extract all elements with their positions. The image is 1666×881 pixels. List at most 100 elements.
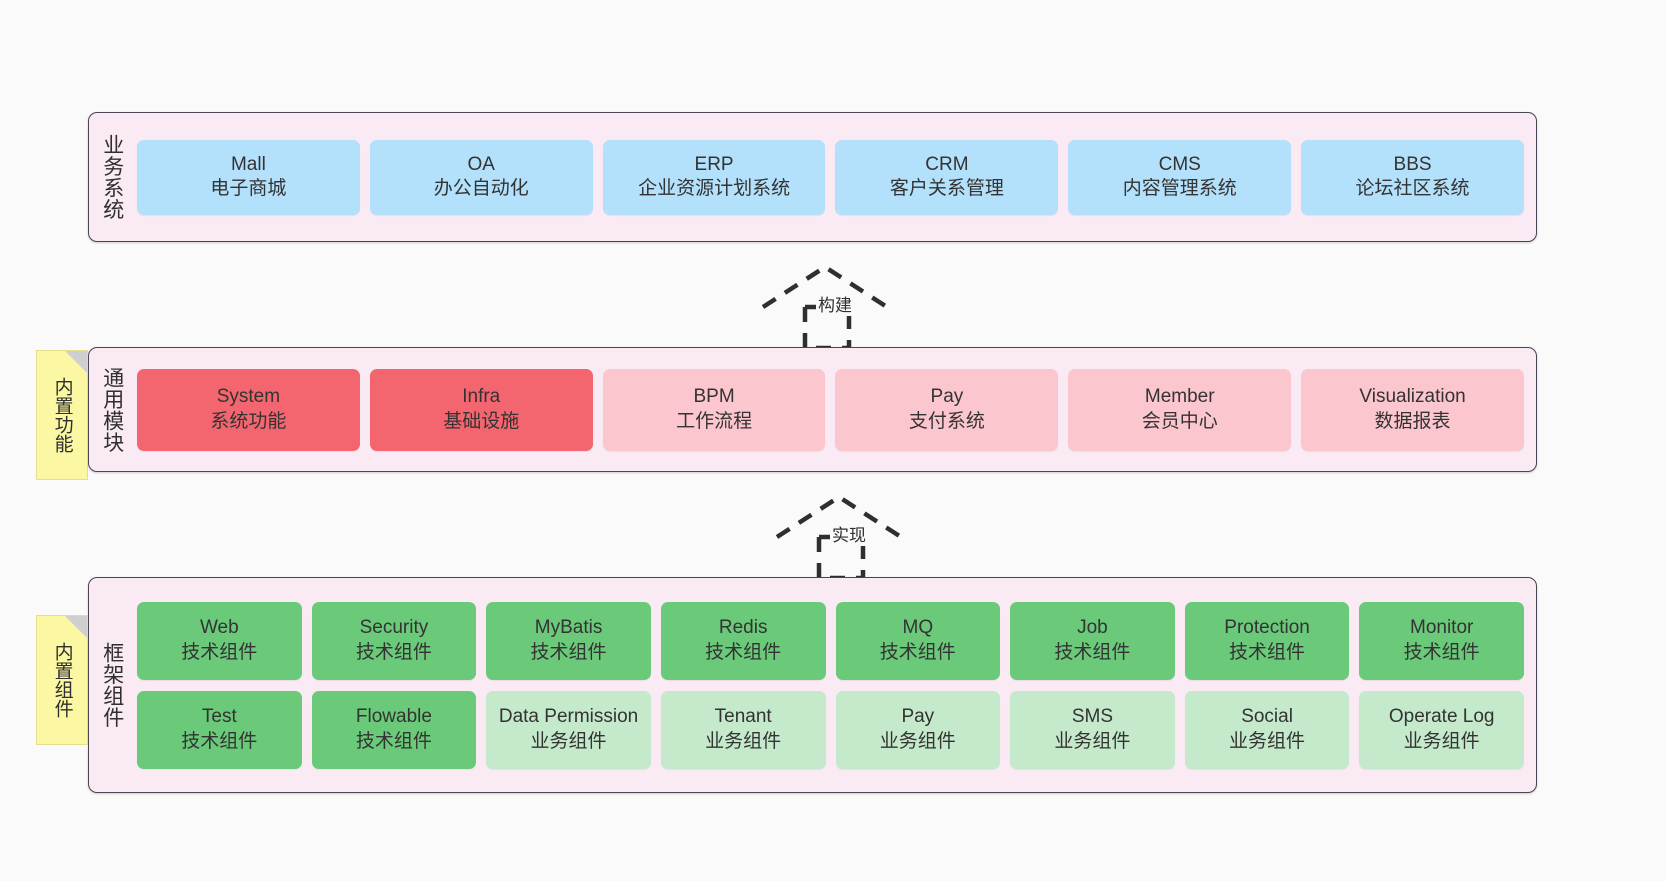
card-operate-log[interactable]: Operate Log 业务组件 bbox=[1359, 690, 1524, 769]
card-redis[interactable]: Redis 技术组件 bbox=[660, 601, 826, 680]
card-subtitle: 技术组件 bbox=[530, 641, 607, 663]
card-title: Pay bbox=[901, 706, 935, 728]
card-mq[interactable]: MQ 技术组件 bbox=[835, 601, 1001, 680]
layer-title-business-system: 业务系统 bbox=[100, 134, 124, 220]
layer-body-common-module: System 系统功能 Infra 基础设施 BPM 工作流程 Pay 支付系统… bbox=[135, 348, 1536, 471]
card-cms[interactable]: CMS 内容管理系统 bbox=[1068, 139, 1292, 215]
card-mall[interactable]: Mall 电子商城 bbox=[137, 139, 360, 215]
card-title: Job bbox=[1077, 617, 1108, 639]
layer-body-framework-component: Web 技术组件 Security 技术组件 MyBatis 技术组件 Redi… bbox=[135, 578, 1536, 792]
layer-business-system: 业务系统 Mall 电子商城 OA 办公自动化 ERP 企业资源计划系统 CRM… bbox=[88, 112, 1537, 242]
framework-row-tech: Web 技术组件 Security 技术组件 MyBatis 技术组件 Redi… bbox=[137, 601, 1524, 680]
card-subtitle: 技术组件 bbox=[181, 730, 258, 752]
card-title: Flowable bbox=[355, 706, 432, 728]
card-protection[interactable]: Protection 技术组件 bbox=[1184, 601, 1350, 680]
framework-row-business: Test 技术组件 Flowable 技术组件 Data Permission … bbox=[137, 690, 1524, 769]
layer-body-business-system: Mall 电子商城 OA 办公自动化 ERP 企业资源计划系统 CRM 客户关系… bbox=[135, 113, 1536, 241]
card-title: Infra bbox=[462, 386, 501, 408]
card-infra[interactable]: Infra 基础设施 bbox=[369, 368, 593, 451]
card-subtitle: 内容管理系统 bbox=[1122, 178, 1237, 199]
card-subtitle: 技术组件 bbox=[1054, 641, 1131, 663]
note-fold-icon bbox=[65, 351, 87, 373]
card-title: Tenant bbox=[714, 706, 772, 728]
card-subtitle: 业务组件 bbox=[705, 730, 782, 752]
card-web[interactable]: Web 技术组件 bbox=[137, 601, 302, 680]
card-bbs[interactable]: BBS 论坛社区系统 bbox=[1301, 139, 1524, 215]
card-title: Data Permission bbox=[498, 706, 639, 728]
card-member[interactable]: Member 会员中心 bbox=[1068, 368, 1292, 451]
card-title: MQ bbox=[902, 617, 934, 639]
card-subtitle: 业务组件 bbox=[1403, 730, 1480, 752]
card-title: MyBatis bbox=[534, 617, 603, 639]
note-fold-icon bbox=[65, 616, 87, 638]
card-subtitle: 支付系统 bbox=[908, 410, 985, 432]
card-title: OA bbox=[467, 153, 495, 175]
card-test[interactable]: Test 技术组件 bbox=[137, 690, 302, 769]
card-title: Redis bbox=[718, 617, 768, 639]
card-subtitle: 数据报表 bbox=[1374, 410, 1451, 432]
card-crm[interactable]: CRM 客户关系管理 bbox=[835, 139, 1059, 215]
card-subtitle: 技术组件 bbox=[355, 730, 432, 752]
note-label: 内置功能 bbox=[51, 377, 73, 453]
card-subtitle: 系统功能 bbox=[210, 410, 287, 432]
card-title: BPM bbox=[693, 386, 735, 408]
connector-implement-label: 实现 bbox=[830, 521, 868, 546]
card-visualization[interactable]: Visualization 数据报表 bbox=[1301, 368, 1524, 451]
card-data-permission[interactable]: Data Permission 业务组件 bbox=[486, 690, 651, 769]
card-title: Social bbox=[1241, 706, 1293, 728]
card-social[interactable]: Social 业务组件 bbox=[1184, 690, 1350, 769]
card-title: Member bbox=[1144, 386, 1215, 408]
card-mybatis[interactable]: MyBatis 技术组件 bbox=[486, 601, 651, 680]
note-label: 内置组件 bbox=[51, 642, 73, 718]
card-subtitle: 技术组件 bbox=[705, 641, 782, 663]
card-title: Monitor bbox=[1410, 617, 1474, 639]
card-subtitle: 业务组件 bbox=[530, 730, 607, 752]
connector-build: 构建 bbox=[758, 262, 918, 352]
card-subtitle: 电子商城 bbox=[210, 178, 287, 199]
card-tenant[interactable]: Tenant 业务组件 bbox=[660, 690, 826, 769]
card-subtitle: 业务组件 bbox=[1054, 730, 1131, 752]
card-title: CRM bbox=[925, 153, 969, 175]
layer-title-common-module: 通用模块 bbox=[100, 366, 124, 453]
note-builtin-component: 内置组件 bbox=[36, 615, 88, 745]
card-subtitle: 业务组件 bbox=[879, 730, 956, 752]
note-builtin-function: 内置功能 bbox=[36, 350, 88, 480]
card-flowable[interactable]: Flowable 技术组件 bbox=[311, 690, 477, 769]
layer-title-framework-component: 框架组件 bbox=[100, 642, 124, 728]
card-subtitle: 技术组件 bbox=[1403, 641, 1480, 663]
card-title: Mall bbox=[230, 153, 266, 175]
connector-implement: 实现 bbox=[772, 492, 932, 582]
card-title: Test bbox=[201, 706, 237, 728]
card-security[interactable]: Security 技术组件 bbox=[311, 601, 477, 680]
card-bpm[interactable]: BPM 工作流程 bbox=[602, 368, 826, 451]
card-title: CMS bbox=[1158, 153, 1201, 175]
card-subtitle: 基础设施 bbox=[443, 410, 520, 432]
card-pay[interactable]: Pay 支付系统 bbox=[835, 368, 1059, 451]
card-subtitle: 技术组件 bbox=[355, 641, 432, 663]
card-title: Security bbox=[359, 617, 429, 639]
card-subtitle: 客户关系管理 bbox=[889, 178, 1004, 199]
card-subtitle: 业务组件 bbox=[1229, 730, 1306, 752]
card-title: Visualization bbox=[1359, 386, 1466, 408]
card-erp[interactable]: ERP 企业资源计划系统 bbox=[602, 139, 826, 215]
card-oa[interactable]: OA 办公自动化 bbox=[369, 139, 593, 215]
connector-build-label: 构建 bbox=[816, 291, 854, 316]
card-subtitle: 企业资源计划系统 bbox=[638, 178, 791, 199]
layer-framework-component: 框架组件 Web 技术组件 Security 技术组件 MyBatis 技术组件… bbox=[88, 577, 1537, 793]
card-sms[interactable]: SMS 业务组件 bbox=[1010, 690, 1175, 769]
card-title: System bbox=[216, 386, 281, 408]
card-subtitle: 会员中心 bbox=[1141, 410, 1218, 432]
card-pay-component[interactable]: Pay 业务组件 bbox=[835, 690, 1001, 769]
card-title: Web bbox=[199, 617, 239, 639]
card-job[interactable]: Job 技术组件 bbox=[1010, 601, 1175, 680]
card-title: ERP bbox=[694, 153, 734, 175]
card-title: Protection bbox=[1224, 617, 1310, 639]
card-title: SMS bbox=[1071, 706, 1114, 728]
card-title: BBS bbox=[1393, 153, 1432, 175]
card-subtitle: 论坛社区系统 bbox=[1355, 178, 1470, 199]
card-system[interactable]: System 系统功能 bbox=[137, 368, 360, 451]
card-subtitle: 工作流程 bbox=[676, 410, 753, 432]
card-title: Operate Log bbox=[1388, 706, 1495, 728]
card-monitor[interactable]: Monitor 技术组件 bbox=[1359, 601, 1524, 680]
